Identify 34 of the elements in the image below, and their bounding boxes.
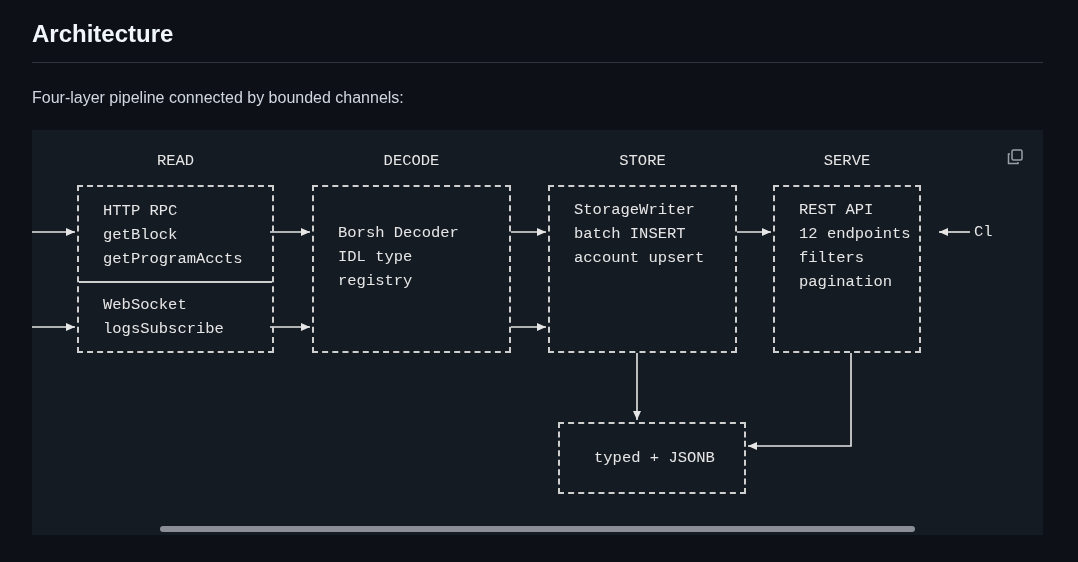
box-text: registry	[338, 271, 413, 292]
arrow	[269, 228, 311, 236]
arrow	[31, 228, 76, 236]
client-text: Cl	[974, 222, 993, 243]
stage-heading: SERVE	[822, 152, 872, 170]
box-text: account upsert	[574, 248, 705, 269]
stage-heading: STORE	[618, 152, 667, 170]
section-heading: Architecture	[32, 20, 174, 48]
box-text: logsSubscribe	[103, 319, 224, 340]
box-text: getBlock	[103, 225, 178, 246]
arrow	[736, 228, 772, 236]
box-text: pagination	[799, 272, 892, 293]
arrow	[633, 352, 641, 421]
box-text: REST API	[799, 200, 874, 221]
box-text: StorageWriter	[574, 200, 695, 221]
arrow	[269, 323, 311, 331]
box-text: filters	[799, 248, 865, 269]
box-text: WebSocket	[103, 295, 187, 316]
arrow	[31, 323, 76, 331]
box-text: HTTP RPC	[103, 201, 178, 222]
box-text: Borsh Decoder	[338, 223, 459, 244]
box-text: getProgramAccts	[103, 249, 243, 270]
box-text: IDL type	[338, 247, 413, 268]
arrow	[938, 228, 971, 236]
intro-text: Four-layer pipeline connected by bounded channels:	[32, 89, 404, 107]
arrow	[747, 352, 852, 450]
box-text: 12 endpoints	[799, 224, 911, 245]
database-box	[558, 422, 746, 494]
arrow	[510, 228, 547, 236]
stage-heading: DECODE	[382, 152, 441, 170]
arrow	[510, 323, 547, 331]
box-text: batch INSERT	[574, 224, 686, 245]
stage-heading: READ	[155, 152, 196, 170]
box-text: typed + JSONB	[594, 448, 715, 469]
